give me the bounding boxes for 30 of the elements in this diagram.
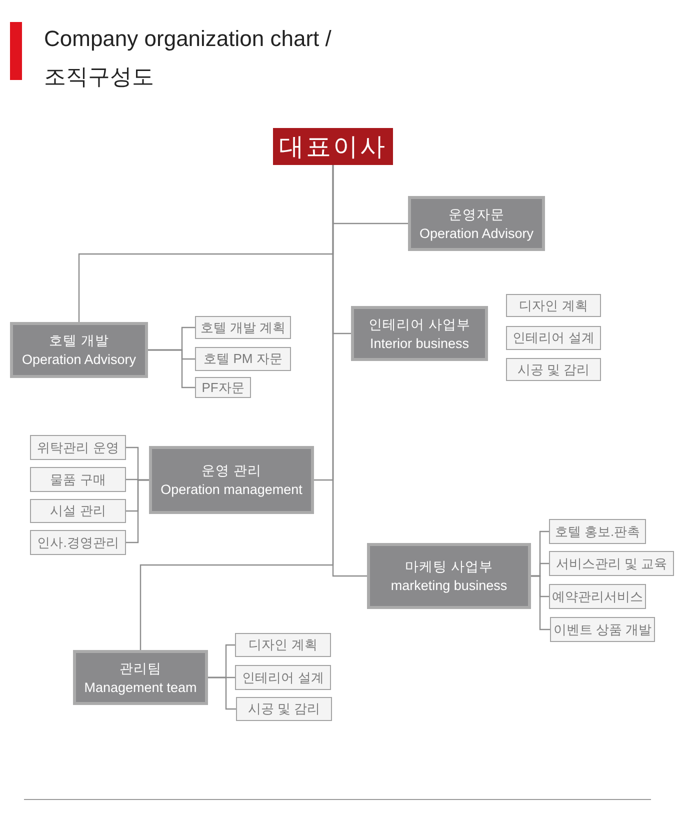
- department-box: 인테리어 사업부 Interior business: [351, 306, 488, 361]
- task-box: 인테리어 설계: [506, 326, 601, 350]
- task-box: 호텔 PM 자문: [195, 347, 291, 371]
- task-box: 인사.경영관리: [30, 530, 126, 555]
- department-box: 마케팅 사업부 marketing business: [367, 543, 531, 609]
- connector-line: [208, 676, 236, 710]
- department-box: 운영 관리 Operation management: [149, 446, 314, 514]
- ceo-box: 대표이사: [273, 128, 393, 165]
- task-box: 이벤트 상품 개발: [550, 617, 655, 642]
- task-box: PF자문: [195, 377, 251, 398]
- task-box: 서비스관리 및 교육: [549, 551, 674, 576]
- task-box: 호텔 개발 계획: [195, 316, 291, 339]
- department-box: 운영자문 Operation Advisory: [408, 196, 545, 251]
- task-box: 예약관리서비스: [549, 584, 646, 609]
- task-box: 시공 및 감리: [506, 358, 601, 381]
- task-box: 위탁관리 운영: [30, 435, 126, 460]
- task-box: 시설 관리: [30, 499, 126, 523]
- connector-line: [531, 575, 550, 630]
- connector-line: [148, 349, 195, 388]
- department-box: 호텔 개발 Operation Advisory: [10, 322, 148, 378]
- task-box: 디자인 계획: [235, 633, 331, 657]
- task-box: 물품 구매: [30, 467, 126, 492]
- title: Company organization chart / 조직구성도: [44, 25, 332, 91]
- task-box: 시공 및 감리: [236, 697, 332, 721]
- connector-line: [140, 165, 334, 650]
- connector-line: [126, 479, 149, 544]
- department-box: 관리팀 Management team: [73, 650, 208, 705]
- task-box: 디자인 계획: [506, 294, 601, 317]
- task-box: 호텔 홍보.판촉: [549, 519, 646, 544]
- task-box: 인테리어 설계: [235, 665, 331, 690]
